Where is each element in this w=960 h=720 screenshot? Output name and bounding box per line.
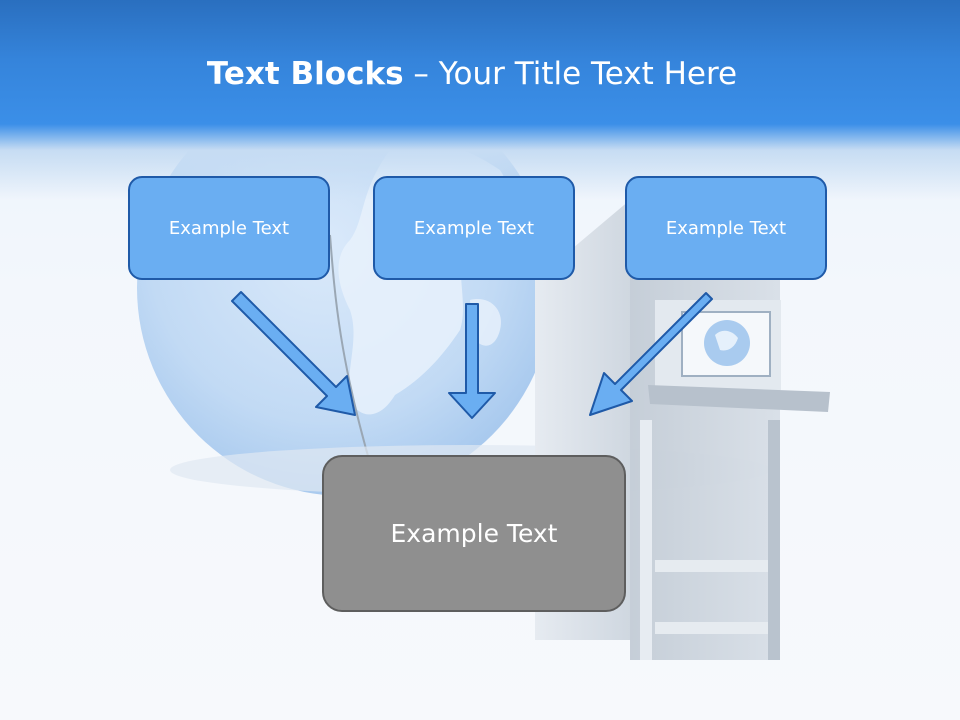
title-bold: Text Blocks — [206, 56, 404, 92]
text-block-2-label: Example Text — [413, 217, 535, 239]
target-block: Example Text — [322, 455, 626, 612]
arrow-right — [589, 292, 713, 416]
arrow-center — [448, 303, 496, 419]
text-block-1: Example Text — [128, 176, 330, 280]
title-bar — [0, 0, 960, 200]
text-block-3-label: Example Text — [665, 217, 787, 239]
text-block-3: Example Text — [625, 176, 827, 280]
target-block-label: Example Text — [390, 519, 558, 548]
arrow-left — [231, 291, 356, 416]
title-dash: – — [403, 56, 439, 92]
text-block-1-label: Example Text — [168, 217, 290, 239]
title-rest: Your Title Text Here — [438, 56, 738, 92]
arrows — [231, 291, 713, 419]
slide-title: Text Blocks – Your Title Text Here — [0, 52, 944, 96]
text-block-2: Example Text — [373, 176, 575, 280]
